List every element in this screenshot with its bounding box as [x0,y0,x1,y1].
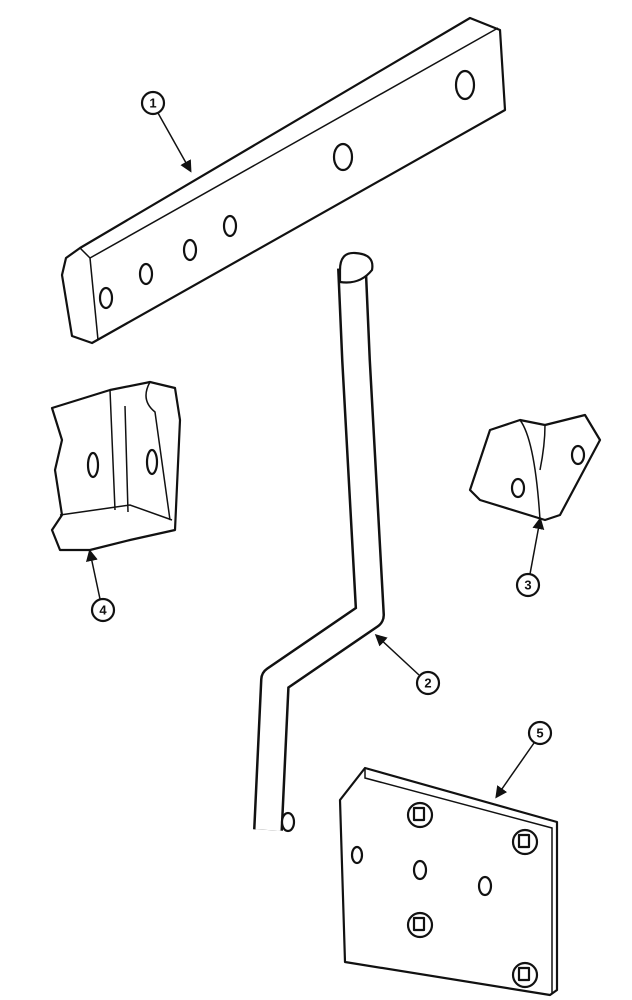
callout-1-label: 1 [149,96,156,111]
callout-5-label: 5 [536,726,543,741]
callout-3-label: 3 [524,578,531,593]
callout-5: 5 [495,720,553,799]
callout-2-label: 2 [424,676,431,691]
part-2-rod [253,251,385,833]
part-3-bracket [468,413,602,522]
callout-4: 4 [86,549,116,623]
part-4-bracket [50,380,182,552]
part-5-plate [338,766,559,997]
part-1-drawbar [60,16,507,345]
callout-2: 2 [374,633,441,696]
callout-3: 3 [515,517,545,598]
callout-4-label: 4 [99,603,107,618]
callout-1: 1 [140,90,192,173]
